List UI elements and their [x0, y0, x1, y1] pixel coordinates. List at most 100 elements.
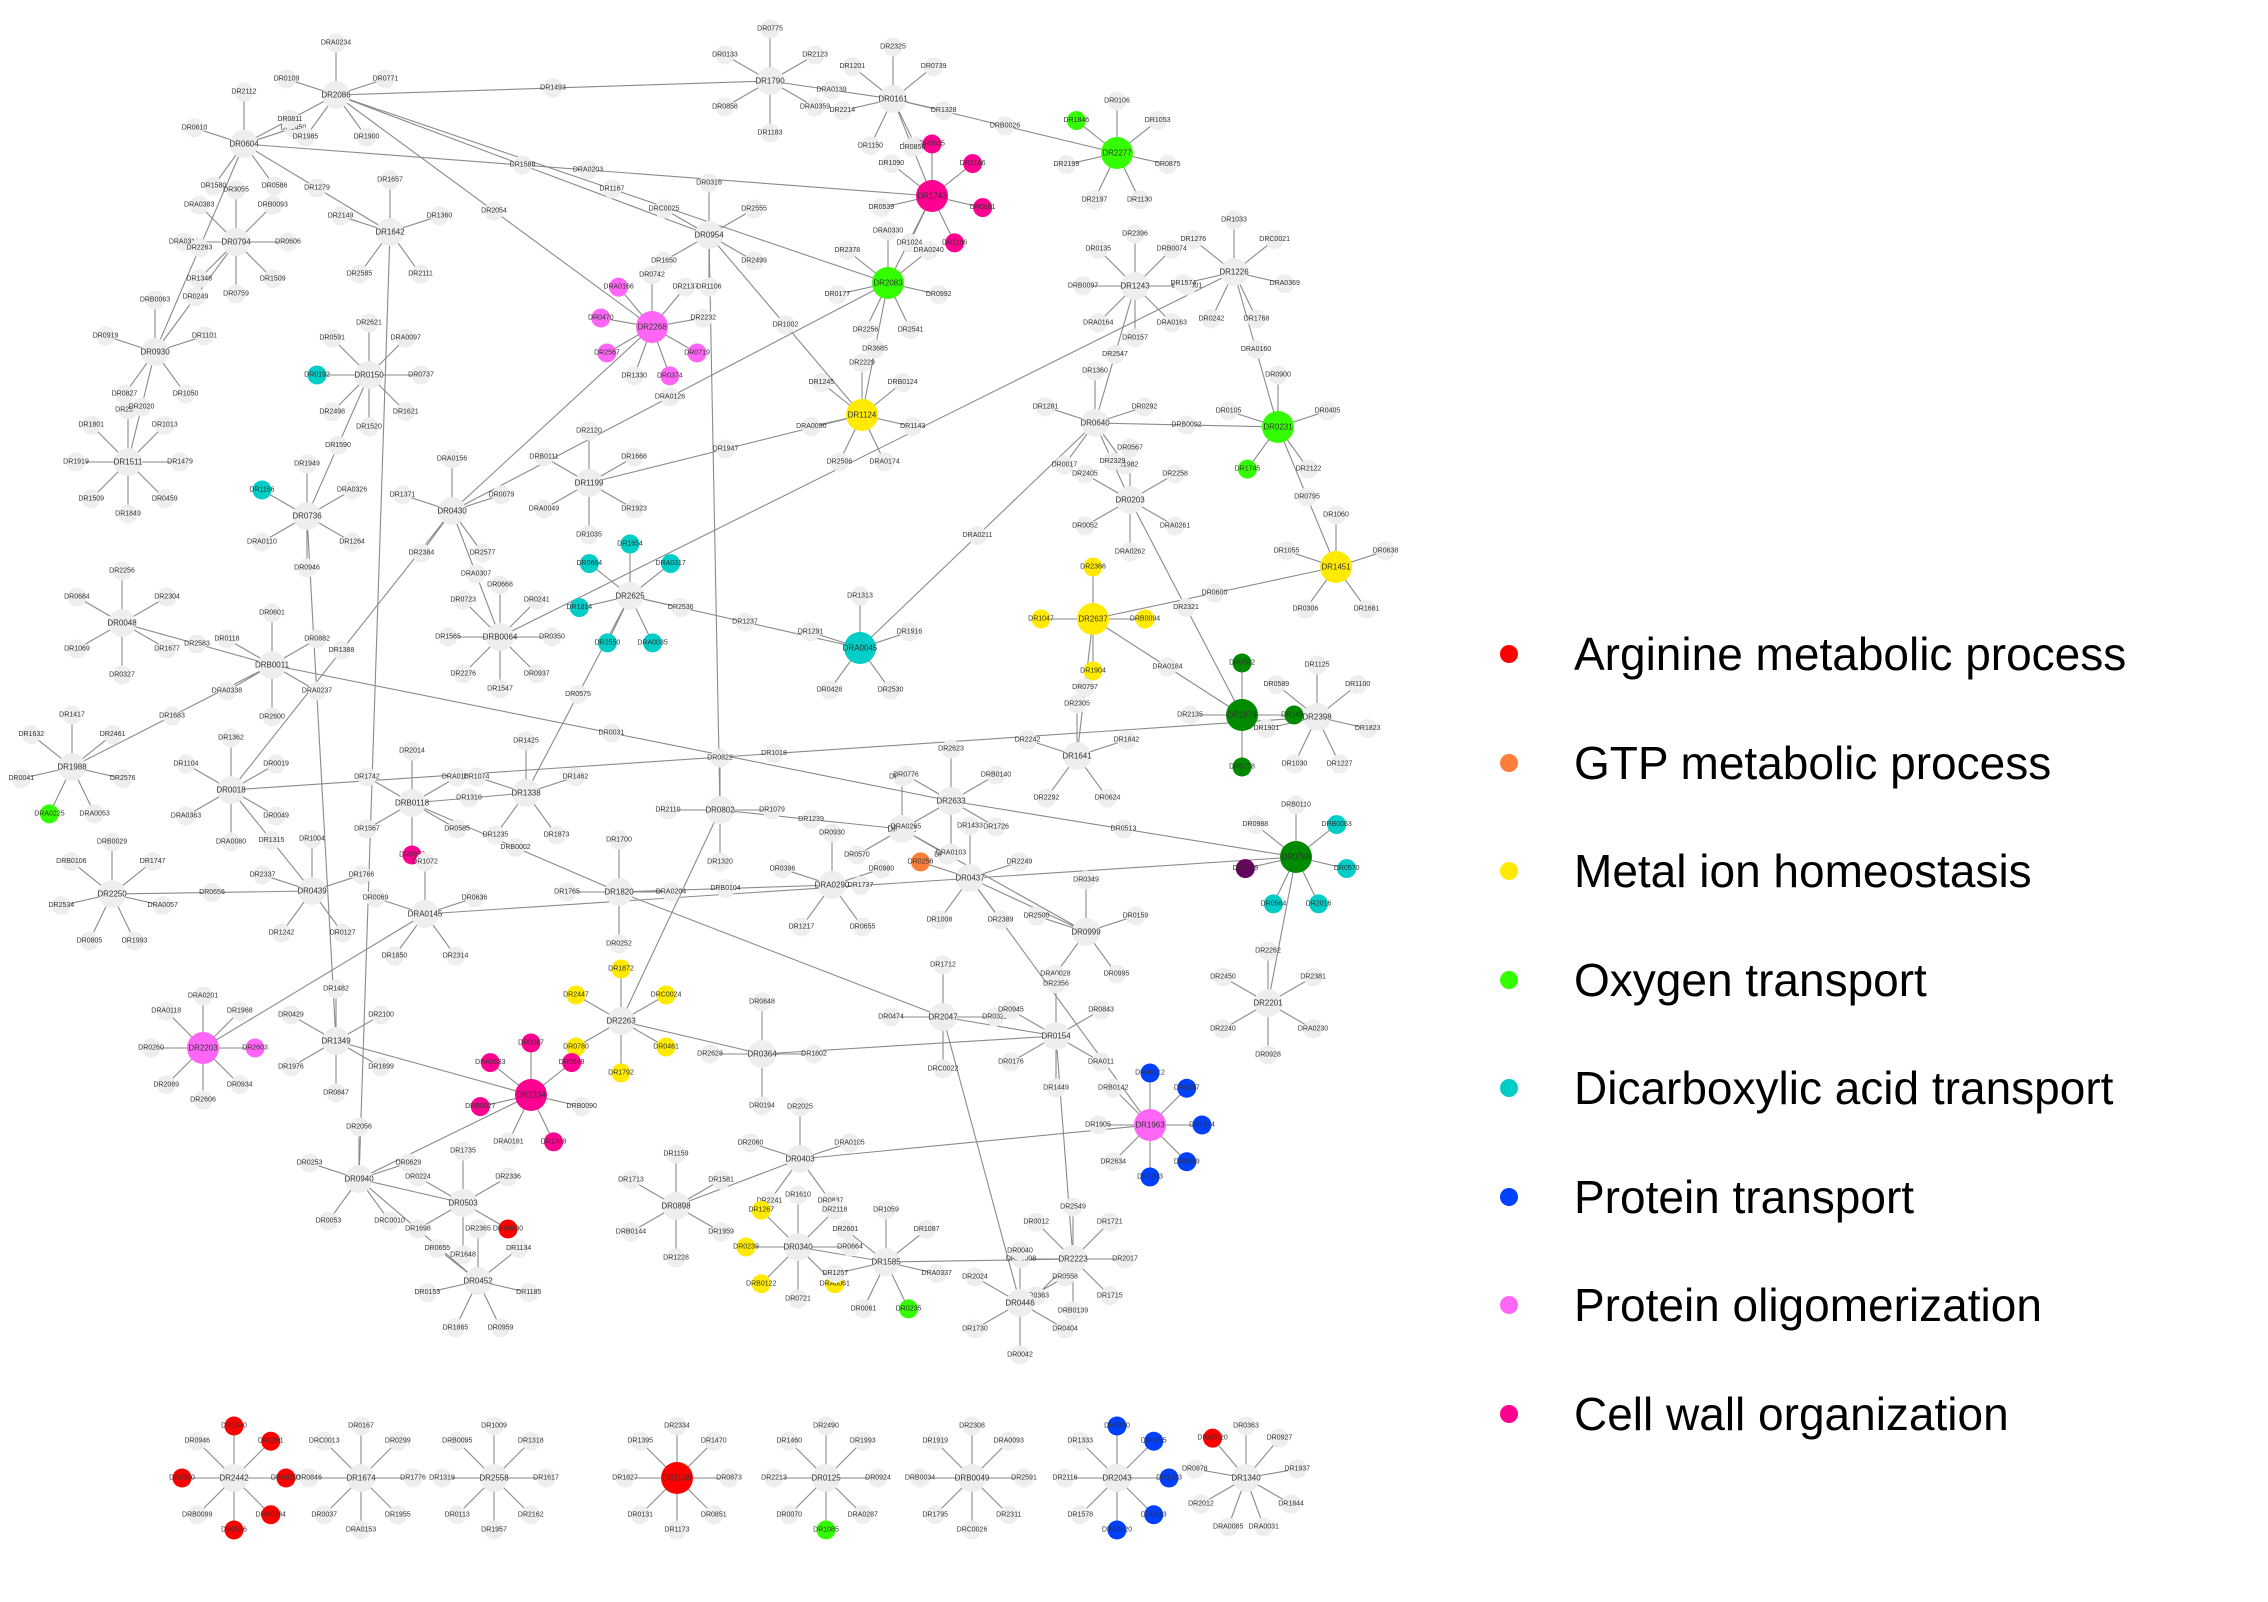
hub-node[interactable]: DR1349 — [321, 1027, 351, 1055]
gene-node[interactable]: DR1024 — [897, 233, 923, 253]
gene-node[interactable]: DRC0013 — [309, 1431, 340, 1451]
gene-node[interactable]: DRB0034 — [905, 1468, 935, 1488]
gene-node[interactable]: DR1395 — [627, 1431, 653, 1451]
gene-node[interactable]: DR0159 — [1123, 906, 1149, 926]
gene-node[interactable]: DR1479 — [167, 452, 193, 472]
gene-node[interactable]: DR1242 — [269, 923, 295, 943]
gene-node[interactable]: DRA0184 — [1152, 657, 1183, 677]
gene-node[interactable]: DR1143 — [900, 417, 925, 437]
gene-node[interactable]: DRA0057 — [148, 896, 178, 916]
gene-node[interactable]: DRA0112 — [1135, 1063, 1165, 1083]
hub-node[interactable]: DR2086 — [321, 81, 351, 109]
gene-node[interactable]: DR1919 — [63, 452, 89, 472]
gene-node[interactable]: DRA0230 — [1298, 1019, 1328, 1039]
hub-node[interactable]: DR0154 — [1041, 1022, 1071, 1050]
gene-node[interactable]: DR0105 — [1216, 401, 1242, 421]
gene-node[interactable]: DR1957 — [481, 1520, 507, 1540]
gene-node[interactable]: DR2232 — [690, 308, 716, 328]
gene-node[interactable]: DR1509 — [78, 489, 104, 509]
gene-node[interactable]: DR1581 — [708, 1170, 734, 1190]
gene-node[interactable]: DR0900 — [1265, 365, 1291, 385]
gene-node[interactable]: DR2541 — [898, 320, 924, 340]
gene-node[interactable]: DR1125 — [1304, 655, 1330, 675]
gene-node[interactable]: DRB0104 — [710, 879, 741, 898]
gene-node[interactable]: DR1261 — [258, 1431, 284, 1451]
gene-node[interactable]: DR0040 — [1007, 1241, 1033, 1261]
gene-node[interactable]: DRA0317 — [655, 554, 686, 574]
gene-node[interactable]: DR2378 — [835, 241, 861, 261]
gene-node[interactable]: DR1468 — [541, 1132, 567, 1152]
gene-node[interactable]: DR2025 — [787, 1097, 813, 1117]
gene-node[interactable]: DRA0312 — [169, 232, 199, 252]
gene-node[interactable]: DR2336 — [495, 1167, 521, 1187]
gene-node[interactable]: DR2606 — [190, 1090, 216, 1110]
gene-node[interactable]: DRA0164 — [1083, 313, 1114, 333]
gene-node[interactable]: DRA0033 — [475, 1053, 506, 1073]
gene-node[interactable]: DR1768 — [1244, 309, 1270, 329]
gene-node[interactable]: DR0811 — [277, 110, 303, 129]
gene-node[interactable]: DRB0140 — [981, 765, 1011, 785]
gene-node[interactable]: DRA0330 — [873, 221, 903, 241]
hub-node[interactable]: DR2263 — [606, 1007, 636, 1035]
gene-node[interactable]: DR0995 — [1104, 964, 1130, 984]
gene-node[interactable]: DR0668 — [487, 575, 513, 595]
gene-node[interactable]: DR2069 — [153, 1075, 179, 1095]
hub-node[interactable]: DR1642 — [375, 218, 405, 246]
gene-node[interactable]: DR0349 — [1073, 870, 1099, 890]
gene-node[interactable]: DRC0021 — [1259, 230, 1290, 250]
gene-node[interactable]: DR0570 — [1334, 859, 1360, 879]
hub-node[interactable]: DR0048 — [107, 609, 137, 637]
gene-node[interactable]: DR0822 — [707, 748, 733, 768]
gene-node[interactable]: DR1101 — [192, 326, 217, 346]
gene-node[interactable]: DR1253 — [1156, 1468, 1182, 1488]
hub-node[interactable]: DR2203 — [187, 1032, 219, 1064]
gene-node[interactable]: DR1947 — [713, 439, 739, 459]
gene-node[interactable]: DR0019 — [263, 754, 289, 774]
gene-node[interactable]: DR0256 — [908, 852, 934, 872]
gene-node[interactable]: DRB0106 — [56, 852, 87, 872]
gene-node[interactable]: DRC0010 — [374, 1211, 405, 1231]
gene-node[interactable]: DR2014 — [399, 741, 425, 761]
gene-node[interactable]: DRA0234 — [321, 33, 351, 53]
gene-node[interactable]: DR0239 — [733, 1237, 759, 1257]
hub-node[interactable]: DR2268 — [636, 311, 668, 343]
gene-node[interactable]: DR2321 — [1173, 598, 1199, 617]
gene-node[interactable]: DR1449 — [1043, 1078, 1069, 1098]
gene-node[interactable]: DR2329 — [1100, 452, 1126, 471]
gene-node[interactable]: DR1360 — [427, 206, 453, 226]
gene-node[interactable]: DR1185 — [516, 1283, 541, 1303]
gene-node[interactable]: DR1547 — [487, 679, 513, 699]
gene-node[interactable]: DRB0111 — [529, 447, 559, 467]
gene-node[interactable]: DR2240 — [1210, 1019, 1236, 1039]
gene-node[interactable]: DRA0156 — [437, 449, 467, 469]
gene-node[interactable]: DR0778 — [1229, 757, 1255, 777]
gene-node[interactable]: DR0042 — [1007, 1345, 1033, 1365]
gene-node[interactable]: DR1993 — [850, 1431, 876, 1451]
gene-node[interactable]: DR0127 — [330, 923, 356, 943]
gene-node[interactable]: DR1313 — [847, 586, 873, 606]
gene-node[interactable]: DR1482 — [323, 979, 349, 999]
gene-node[interactable]: DR1578 — [1067, 1505, 1093, 1525]
gene-node[interactable]: DR2549 — [1060, 1197, 1086, 1217]
gene-node[interactable]: DR1235 — [483, 825, 509, 845]
gene-node[interactable]: DR2056 — [346, 1117, 372, 1137]
gene-node[interactable]: DR2017 — [1112, 1249, 1138, 1269]
gene-node[interactable]: DR2600 — [259, 707, 285, 727]
gene-node[interactable]: DR0624 — [1095, 788, 1121, 808]
gene-node[interactable]: DRA0240 — [913, 241, 944, 261]
gene-node[interactable]: DR1565 — [435, 627, 461, 647]
gene-node[interactable]: DRA0053 — [79, 804, 110, 824]
gene-node[interactable]: DR1055 — [1274, 541, 1300, 561]
gene-node[interactable]: DR2634 — [1100, 1152, 1126, 1172]
hub-node[interactable]: DR1340 — [1231, 1464, 1261, 1492]
gene-node[interactable]: DRA0174 — [869, 452, 900, 472]
hub-node[interactable]: DR2558 — [479, 1464, 509, 1492]
hub-node[interactable]: DR2234 — [515, 1079, 547, 1111]
gene-node[interactable]: DR2601 — [833, 1220, 859, 1240]
gene-node[interactable]: DR0629 — [396, 1153, 422, 1173]
gene-node[interactable]: DR0739 — [921, 57, 947, 77]
gene-node[interactable]: DR2461 — [100, 725, 126, 745]
gene-node[interactable]: DR2308 — [959, 1416, 985, 1436]
gene-node[interactable]: DR0927 — [1267, 1428, 1293, 1448]
gene-node[interactable]: DR0882 — [304, 629, 330, 649]
